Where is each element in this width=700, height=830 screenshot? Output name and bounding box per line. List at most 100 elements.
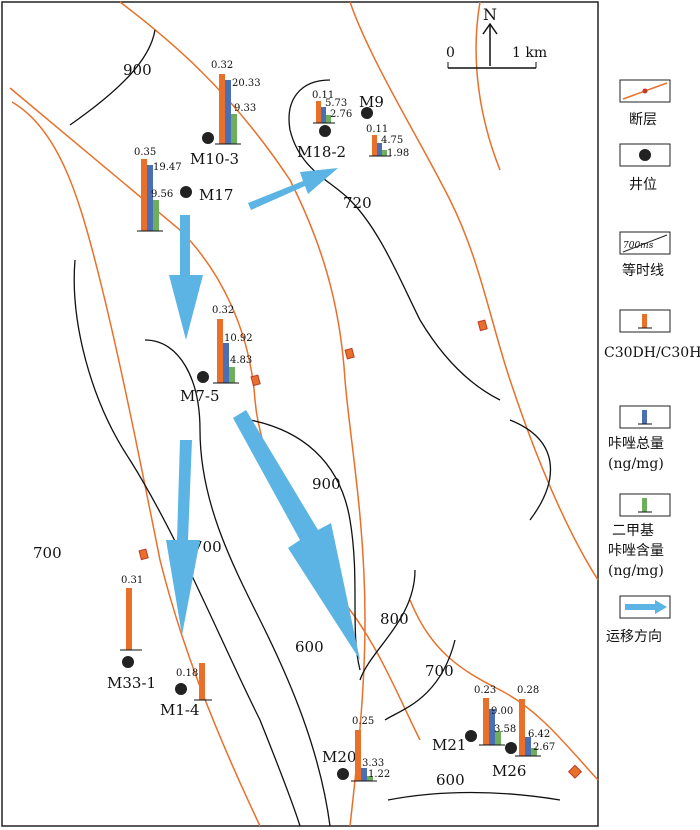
legend-fault-box	[619, 79, 671, 103]
contour-label: 800	[380, 610, 409, 628]
well-name: M18-2	[297, 143, 346, 161]
well-dot	[337, 768, 349, 780]
legend-dimethyl-label: 二甲基	[612, 522, 654, 539]
well-name: M20	[322, 748, 356, 766]
fault-line	[409, 599, 599, 781]
legend-dimethyl-label2: 咔唑含量	[608, 543, 664, 559]
legend-carbazole-unit: (ng/mg)	[608, 456, 664, 472]
well-dot	[319, 125, 331, 137]
contour-labels: 900 720 900 700 700 600 800 700 600	[33, 61, 465, 789]
well-dots	[122, 107, 517, 780]
bar-carbazole	[147, 165, 153, 231]
value-label: 0.23	[474, 685, 496, 696]
value-label: 9.33	[234, 103, 256, 114]
well-name: M26	[492, 762, 526, 780]
value-label: 0.35	[134, 147, 156, 158]
bar-values: 0.32 20.33 9.33 0.11 5.73 2.76 0.11 4.75…	[121, 60, 555, 780]
value-label: 3.58	[494, 724, 516, 735]
well-dot	[202, 132, 214, 144]
legend-fault-tick	[642, 88, 648, 94]
bar-c30dh	[217, 319, 223, 383]
contour-line	[387, 791, 561, 801]
value-label: 4.75	[381, 135, 403, 146]
legend-carbazole-label: 咔唑总量	[608, 436, 664, 452]
bar-carbazole	[377, 143, 382, 156]
well-name: M9	[359, 93, 384, 111]
value-label: 6.42	[528, 729, 550, 740]
bar-dimethyl	[153, 200, 159, 231]
legend-carbazole-bar	[642, 410, 647, 424]
well-dot	[361, 107, 373, 119]
bar-dimethyl	[495, 731, 501, 745]
legend-iso-line	[622, 234, 668, 253]
legend-dimethyl-unit: (ng/mg)	[608, 563, 664, 579]
value-label: 20.33	[232, 78, 261, 89]
well-name: M7-5	[180, 387, 220, 405]
bar-carbazole	[489, 709, 495, 745]
bar-dimethyl	[531, 748, 537, 756]
bar-carbazole	[321, 107, 326, 123]
legend-iso-sample: 700ms	[623, 241, 654, 251]
legend-dimethyl-box	[619, 493, 671, 517]
value-label: 0.28	[517, 685, 539, 696]
legend-fault-label: 断层	[629, 112, 657, 128]
bar-carbazole	[361, 768, 367, 781]
bar-dimethyl	[229, 367, 235, 383]
value-label: 0.32	[211, 60, 233, 71]
faults	[9, 1, 599, 827]
bar-c30dh	[483, 698, 489, 745]
migration-arrows	[166, 168, 360, 660]
contour-label: 900	[123, 61, 152, 79]
well-bars	[120, 74, 541, 782]
bar-c30dh	[519, 699, 525, 756]
migration-arrow	[166, 440, 200, 635]
bar-carbazole	[225, 80, 231, 144]
fault-marker	[250, 374, 261, 387]
value-label: 1.98	[387, 148, 409, 159]
legend-c30dh-bar	[642, 314, 647, 328]
contour-label: 600	[295, 638, 324, 656]
migration-arrow	[169, 215, 203, 340]
fault-markers	[138, 319, 583, 779]
legend-well-label: 井位	[629, 177, 657, 193]
scale-end: 1 km	[512, 45, 547, 61]
legend-migration-arrow	[625, 600, 667, 614]
contour-label: 720	[343, 194, 372, 212]
legend-well-dot	[639, 149, 651, 161]
well-names: M10-3 M9 M18-2 M17 M7-5 M33-1 M1-4 M20 M…	[107, 93, 526, 780]
contour-line	[249, 419, 361, 671]
bar-carbazole	[525, 737, 531, 756]
contour-line	[144, 339, 331, 827]
value-label: 5.73	[325, 98, 347, 109]
value-label: 2.67	[533, 742, 555, 753]
bar-c30dh	[219, 74, 225, 144]
contour-label: 700	[33, 544, 62, 562]
contour-label: 700	[193, 538, 222, 556]
value-label: 19.47	[153, 162, 182, 173]
contour-label: 700	[425, 662, 454, 680]
value-label: 2.76	[330, 109, 352, 120]
value-label: 0.31	[121, 575, 143, 586]
value-label: 9.56	[151, 189, 173, 200]
value-label: 9.00	[491, 706, 513, 717]
contour-line	[509, 419, 552, 521]
fault-marker	[344, 347, 355, 360]
bar-c30dh	[316, 101, 321, 123]
bar-c30dh	[199, 663, 205, 700]
value-label: 1.22	[368, 769, 390, 780]
contour-line	[288, 79, 501, 401]
well-dot	[122, 656, 134, 668]
legend-migration-box	[619, 595, 671, 619]
migration-arrow	[248, 168, 338, 210]
fault-line	[349, 1, 599, 581]
value-label: 0.25	[352, 716, 374, 727]
north-label: N	[483, 5, 497, 24]
contour-line	[69, 29, 156, 126]
bar-dimethyl	[231, 114, 237, 144]
well-name: M1-4	[160, 701, 200, 719]
value-label: 0.32	[212, 305, 234, 316]
well-dot	[180, 186, 192, 198]
value-label: 0.18	[176, 668, 198, 679]
bar-c30dh	[126, 588, 132, 650]
